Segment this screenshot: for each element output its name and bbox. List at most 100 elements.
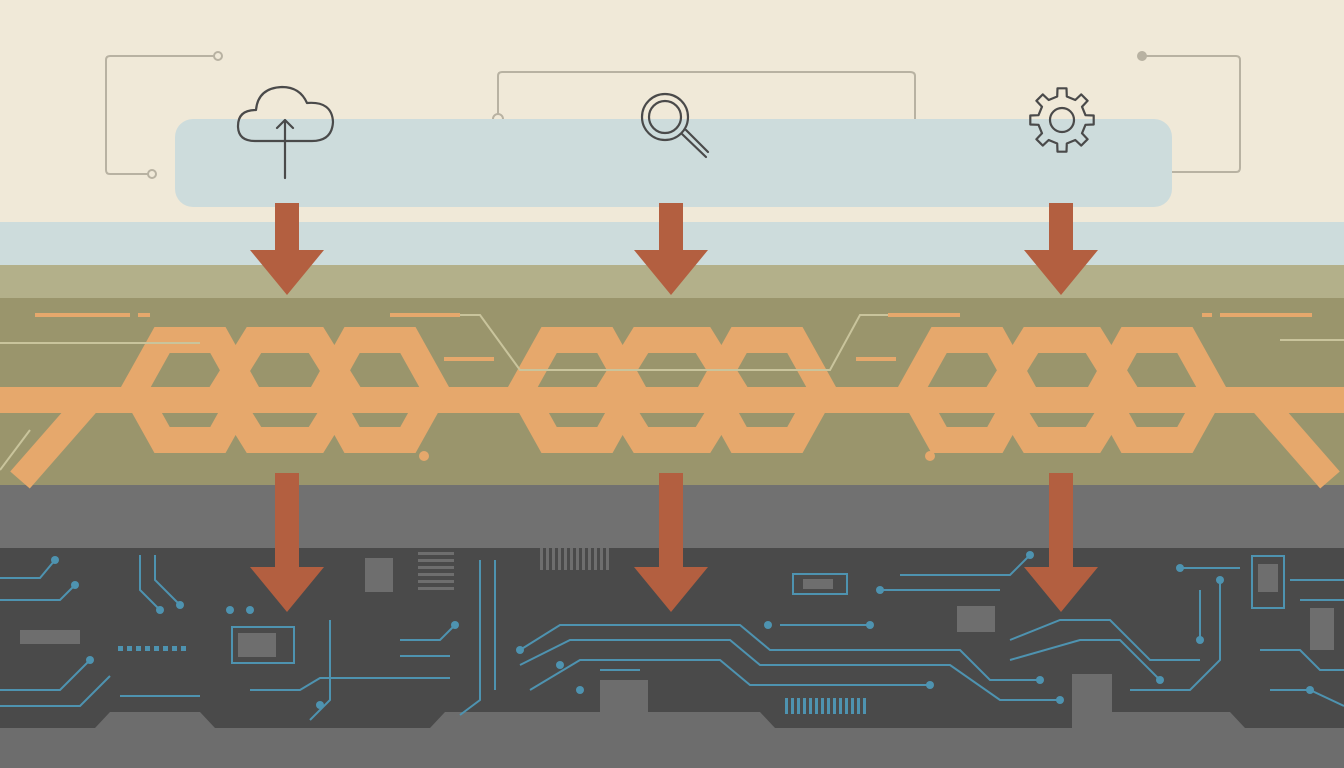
chip (792, 573, 848, 595)
circuit-trace (459, 560, 481, 716)
down-arrow (250, 203, 324, 295)
circuit-pad (1216, 576, 1224, 584)
circuit-trace (0, 559, 56, 579)
chip (238, 633, 276, 657)
circuit-pin (418, 566, 454, 569)
circuit-pad (516, 646, 524, 654)
chip (231, 626, 295, 664)
circuit-pad (156, 606, 164, 614)
circuit-pad (71, 581, 79, 589)
circuit-trace (0, 659, 91, 691)
circuit-trace (139, 555, 161, 611)
circuit-pad (1036, 676, 1044, 684)
circuit-trace (1009, 619, 1200, 661)
circuit-traces (0, 548, 1344, 721)
chain-dot (925, 451, 935, 461)
circuit-trace (250, 677, 450, 691)
chain-details (0, 314, 1344, 471)
circuit-trace (519, 639, 1060, 701)
chip (1310, 608, 1334, 650)
circuit-pin (570, 548, 573, 570)
circuit-pad (51, 556, 59, 564)
circuit-pin (418, 587, 454, 590)
circuit-pad (1056, 696, 1064, 704)
arrows (250, 203, 1098, 612)
hexagon-link (309, 327, 451, 453)
circuit-pin (606, 548, 609, 570)
hexagon-link (1086, 327, 1228, 453)
hexagon-link (119, 327, 261, 453)
chain-diagonal-left (10, 391, 100, 489)
gear-icon (1029, 87, 1095, 153)
circuit-pin (127, 646, 132, 651)
circuit-pad (176, 601, 184, 609)
circuit-pin (821, 698, 824, 714)
circuit-trace (1260, 649, 1344, 671)
chip (1251, 555, 1285, 609)
circuit-pin (136, 646, 141, 651)
circuit-pad (764, 621, 772, 629)
down-arrow (1024, 203, 1098, 295)
circuit-pin (576, 548, 579, 570)
chip (20, 630, 80, 644)
circuit-pin (558, 548, 561, 570)
circuit-trace (0, 675, 111, 707)
circuit-trace (529, 659, 930, 691)
circuit-pin (785, 698, 788, 714)
circuit-pin (540, 548, 543, 570)
circuit-pin (588, 548, 591, 570)
circuit-pin (163, 646, 168, 651)
down-arrow (634, 473, 708, 612)
circuit-trace (309, 620, 331, 721)
circuit-pin (594, 548, 597, 570)
circuit-chips (20, 555, 1334, 664)
circuit-pad (1156, 676, 1164, 684)
hexagon-link (984, 327, 1140, 453)
circuit-pad (1306, 686, 1314, 694)
circuit-pad (316, 701, 324, 709)
hexagon-link (506, 327, 648, 453)
circuit-trace (400, 624, 456, 641)
circuit-pad (1176, 564, 1184, 572)
circuit-pin (418, 552, 454, 555)
circuit-pad (226, 606, 234, 614)
down-arrow (1024, 473, 1098, 612)
circuit-pin (546, 548, 549, 570)
circuit-pin (418, 573, 454, 576)
circuit-pin (833, 698, 836, 714)
circuit-trace (0, 584, 76, 601)
chip (957, 606, 995, 632)
hex-chain-layer (0, 327, 1344, 489)
circuit-pin (851, 698, 854, 714)
circuit-trace (154, 555, 181, 606)
chain-dot (419, 451, 429, 461)
circuit-pad (451, 621, 459, 629)
bottom-base (0, 674, 1344, 768)
down-arrow (250, 473, 324, 612)
circuit-trace (1009, 639, 1161, 681)
circuit-pin (863, 698, 866, 714)
circuit-pin (181, 646, 186, 651)
circuit-pin (418, 580, 454, 583)
chip (365, 558, 393, 592)
circuit-pin (803, 698, 806, 714)
circuit-pin (418, 559, 454, 562)
circuit-trace (900, 554, 1031, 576)
circuit-pad (1196, 636, 1204, 644)
chip (1258, 564, 1278, 592)
circuit-pin (857, 698, 860, 714)
services-panel (175, 119, 1172, 207)
circuit-pad (926, 681, 934, 689)
hexagon-link (896, 327, 1038, 453)
circuit-trace (519, 624, 1040, 681)
circuit-pin (118, 646, 123, 651)
circuit-pad (866, 621, 874, 629)
chain-diagonal-right (1250, 391, 1340, 489)
circuit-pad (876, 586, 884, 594)
circuit-pin (845, 698, 848, 714)
circuit-pin (600, 548, 603, 570)
circuit-pin (815, 698, 818, 714)
circuit-pad (556, 661, 564, 669)
circuit-pin (791, 698, 794, 714)
